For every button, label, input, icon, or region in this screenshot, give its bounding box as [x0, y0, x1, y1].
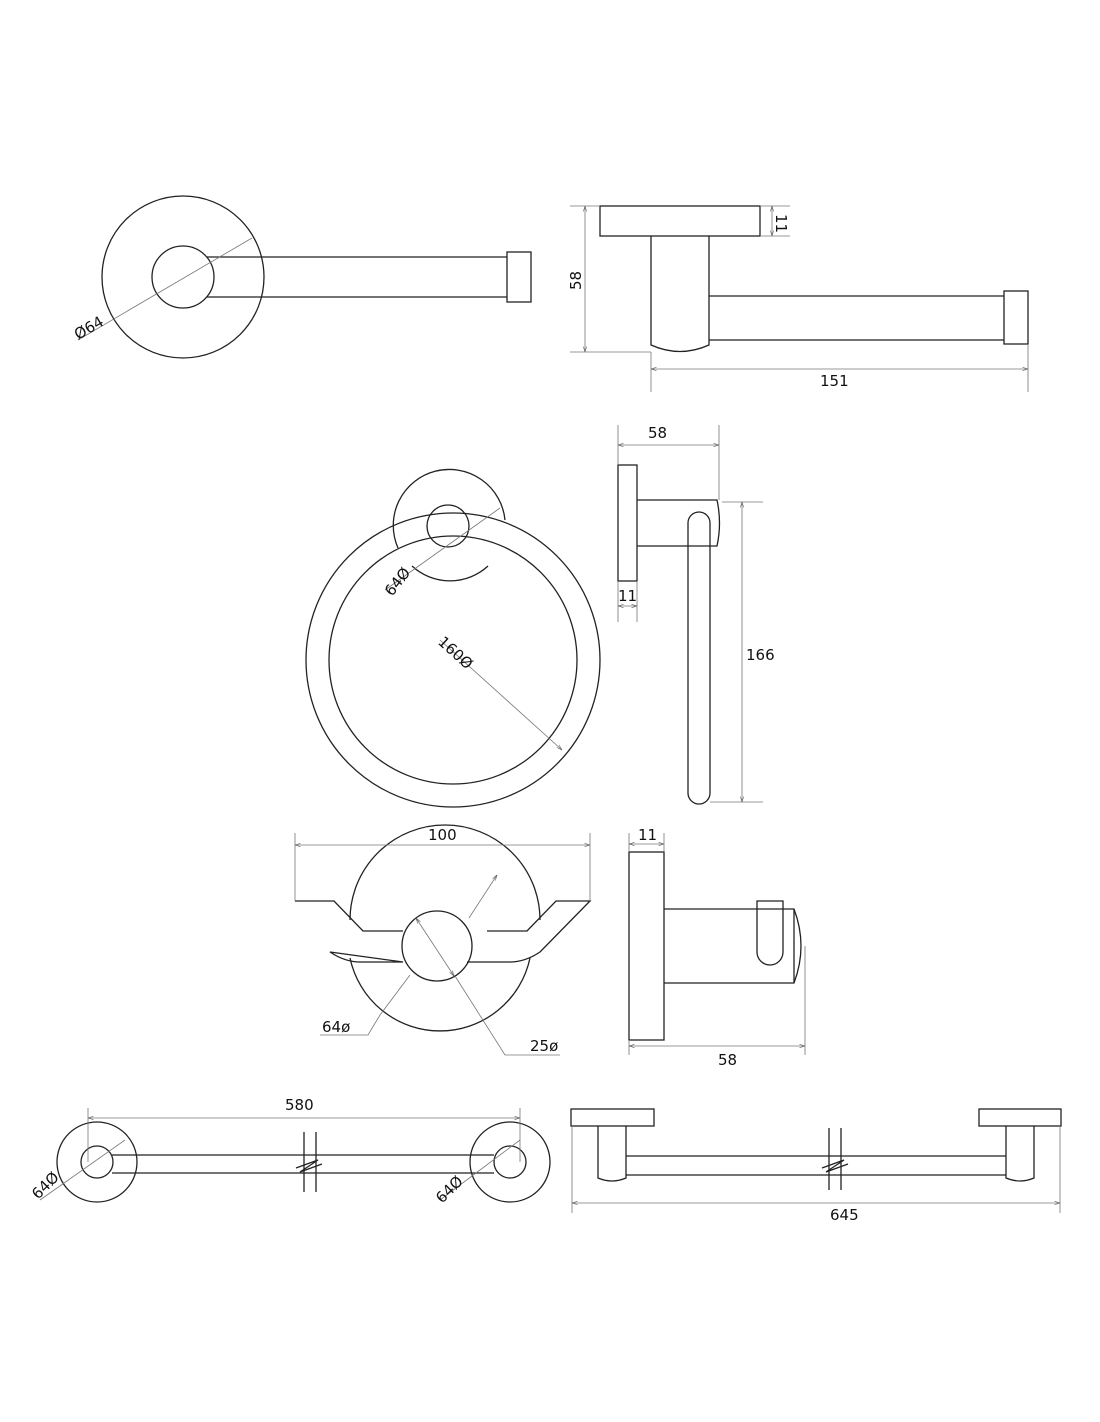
depth-label: 58: [718, 1051, 737, 1069]
plate-thickness-label: 11: [772, 214, 790, 233]
height-label: 166: [746, 646, 775, 664]
plate-diameter-label: 64ø: [322, 1018, 350, 1036]
double-hook-side-view: 11 58: [628, 826, 806, 1069]
width-label: 100: [428, 826, 457, 844]
towel-bar-front-view: 580 64Ø 64Ø: [28, 1096, 551, 1207]
depth-label: 58: [648, 424, 667, 442]
double-hook-front-view: 100 64ø 25ø: [294, 824, 592, 1056]
knob-diameter-label: 25ø: [530, 1037, 558, 1055]
diameter-label: Ø64: [71, 312, 107, 343]
towel-bar-side-view: 645: [570, 1108, 1062, 1224]
paper-holder-side-view: 58 11 151: [567, 205, 1029, 392]
plate-thickness-label: 11: [618, 587, 637, 605]
span-label: 580: [285, 1096, 314, 1114]
length-label: 151: [820, 372, 849, 390]
height-label: 58: [567, 271, 585, 290]
towel-ring-front-view: 64Ø 160Ø: [305, 468, 601, 808]
paper-holder-front-view: Ø64: [71, 195, 532, 359]
left-plate-diameter-label: 64Ø: [28, 1168, 63, 1203]
towel-ring-side-view: 58 11 166: [617, 424, 775, 805]
right-plate-diameter-label: 64Ø: [432, 1172, 467, 1207]
length-label: 645: [830, 1206, 859, 1224]
plate-thickness-label: 11: [638, 826, 657, 844]
plate-diameter-label: 64Ø: [381, 564, 414, 600]
